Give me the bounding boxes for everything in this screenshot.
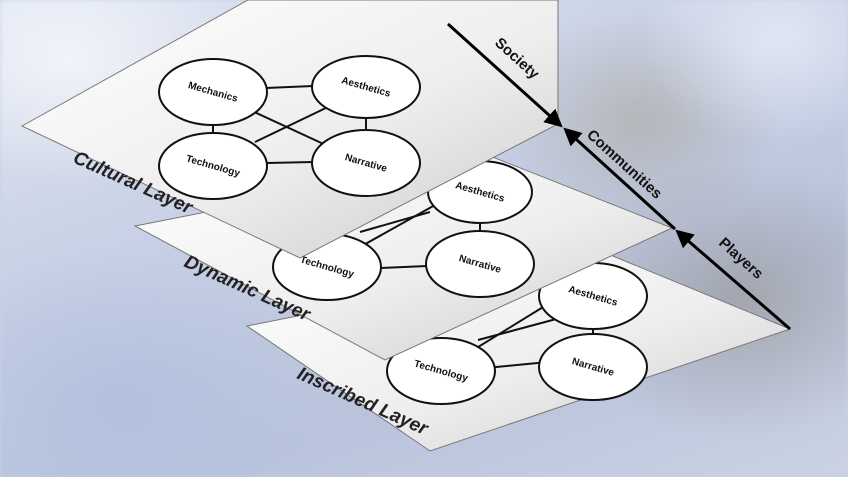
- cultural-node-narrative: [311, 129, 421, 197]
- inscribed-layer: Aesthetics Technology Narrative Inscribe…: [245, 253, 792, 452]
- axis-line-lower: [675, 229, 791, 331]
- cultural-node-aesthetics: [311, 55, 421, 119]
- inscribed-node-technology: [386, 337, 496, 405]
- dynamic-node-narrative: [425, 230, 535, 298]
- cultural-node-mechanics: [158, 58, 268, 126]
- inscribed-node-narrative: [538, 333, 648, 401]
- inscribed-layer-edges: [469, 303, 594, 369]
- cultural-node-technology: [158, 132, 268, 200]
- axis-line-upper: [446, 22, 563, 128]
- axis-label-players: Players: [715, 234, 766, 282]
- axis-label-communities: Communities: [583, 126, 665, 202]
- axis-line-middle: [563, 127, 677, 231]
- cultural-layer-edges: [212, 85, 367, 164]
